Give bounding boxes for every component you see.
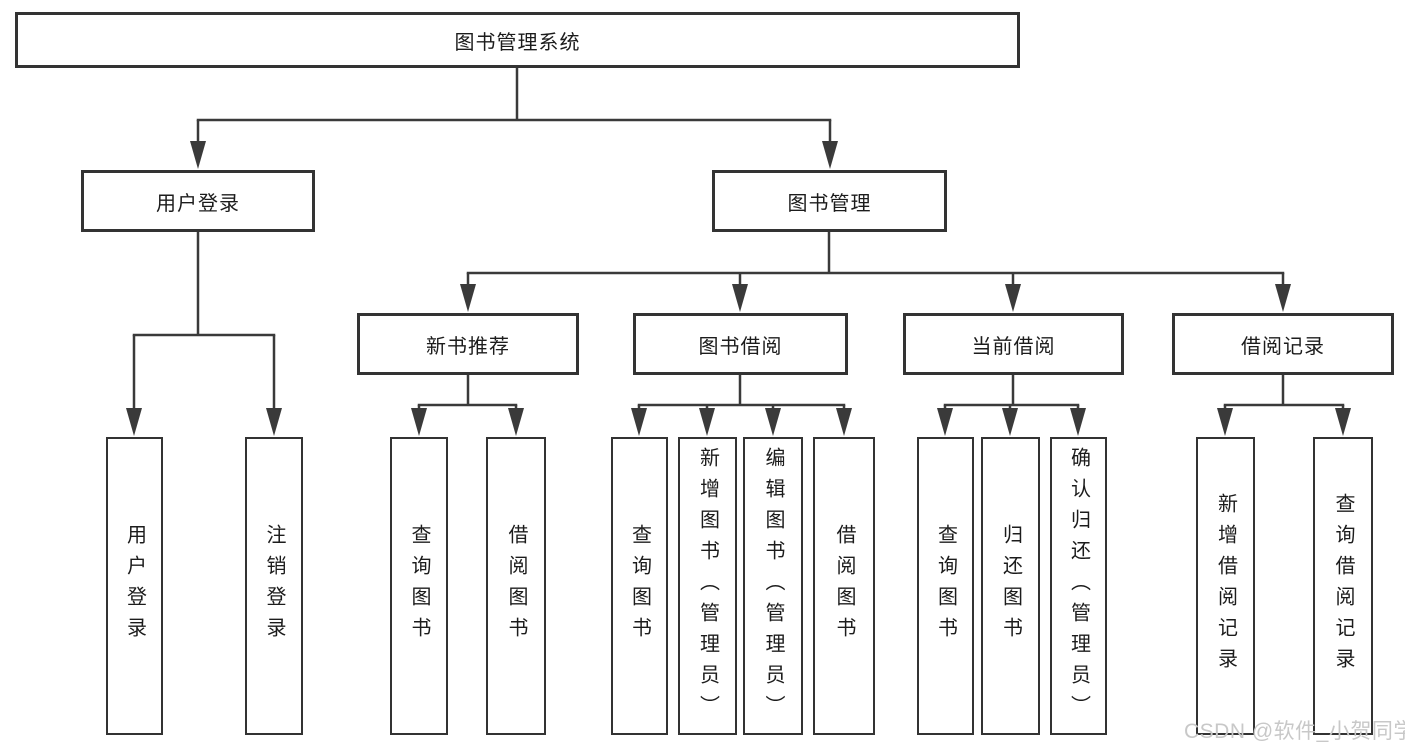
node-label: 新增图书（管理员） (696, 446, 719, 726)
node-label: 图书管理系统 (454, 31, 581, 54)
node-user-login: 用户登录 (81, 170, 315, 232)
leaf-query-books-2: 查询图书 (611, 437, 668, 735)
node-label: 借阅记录 (1241, 335, 1325, 358)
node-label: 查询借阅记录 (1332, 493, 1354, 679)
node-book-management: 图书管理 (712, 170, 947, 232)
node-label: 新书推荐 (426, 335, 510, 358)
node-new-book-recommend: 新书推荐 (357, 313, 579, 375)
leaf-borrow-books-1: 借阅图书 (486, 437, 546, 735)
node-label: 查询图书 (628, 524, 651, 648)
node-label: 编辑图书（管理员） (762, 446, 784, 726)
node-label: 归还图书 (999, 524, 1022, 648)
node-label: 图书管理 (787, 192, 872, 215)
leaf-borrow-books-2: 借阅图书 (813, 437, 875, 735)
node-label: 新增借阅记录 (1214, 493, 1237, 679)
leaf-query-books-1: 查询图书 (390, 437, 448, 735)
connector-user-login-to-leaves (126, 232, 282, 436)
csdn-watermark: CSDN @软件_小贺同学 (1184, 720, 1405, 743)
connector-current-borrow-to-leaves (937, 375, 1086, 436)
node-label: 图书借阅 (698, 335, 783, 358)
node-borrowing-records: 借阅记录 (1172, 313, 1394, 375)
connector-new-book-to-leaves (411, 375, 524, 436)
connector-book-borrow-to-leaves (631, 375, 852, 436)
node-current-borrowing: 当前借阅 (903, 313, 1124, 375)
leaf-confirm-return-admin: 确认归还（管理员） (1050, 437, 1107, 735)
node-label: 用户登录 (123, 524, 146, 648)
node-label: 当前借阅 (971, 335, 1056, 358)
leaf-add-borrow-record: 新增借阅记录 (1196, 437, 1255, 735)
node-label: 确认归还（管理员） (1067, 446, 1090, 726)
node-label: 查询图书 (934, 524, 957, 648)
node-root-library-system: 图书管理系统 (15, 12, 1020, 68)
node-book-borrowing: 图书借阅 (633, 313, 848, 375)
leaf-query-borrow-record: 查询借阅记录 (1313, 437, 1373, 735)
node-label: 用户登录 (156, 192, 240, 215)
leaf-user-login: 用户登录 (106, 437, 163, 735)
node-label: 借阅图书 (833, 524, 855, 648)
leaf-add-books-admin: 新增图书（管理员） (678, 437, 737, 735)
leaf-edit-books-admin: 编辑图书（管理员） (743, 437, 803, 735)
connector-borrow-record-to-leaves (1217, 375, 1351, 436)
leaf-query-books-3: 查询图书 (917, 437, 974, 735)
node-label: 借阅图书 (505, 524, 527, 648)
node-label: 注销登录 (263, 524, 285, 648)
leaf-logout: 注销登录 (245, 437, 303, 735)
connector-book-mgmt-to-level3 (460, 232, 1291, 312)
node-label: 查询图书 (408, 524, 430, 648)
connector-root-to-level2 (190, 68, 838, 169)
leaf-return-books: 归还图书 (981, 437, 1040, 735)
